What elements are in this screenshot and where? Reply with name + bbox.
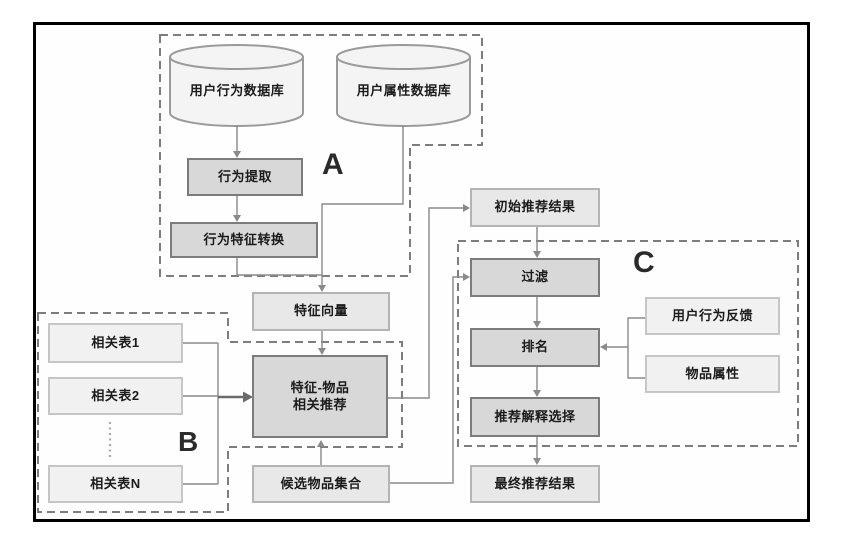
region-a-outline: [159, 34, 483, 277]
connector-lines: [183, 126, 645, 485]
edge-candidate-to-filter: [390, 276, 464, 484]
region-b-outline: [37, 312, 403, 513]
region-c-label: C: [633, 246, 655, 279]
filter-box: 过滤: [470, 258, 600, 297]
related-table-n-box: 相关表N: [48, 465, 183, 503]
behavior-extract-box: 行为提取: [187, 158, 303, 196]
item-attributes-box: 物品属性: [645, 355, 780, 393]
edge-attributedb-to-featurevector: [321, 126, 404, 286]
user-feedback-box: 用户行为反馈: [645, 297, 780, 335]
behavior-db-label: 用户行为数据库: [189, 82, 285, 98]
arrowheads: [233, 151, 607, 465]
behavior-db-cylinder-icon: [169, 44, 304, 127]
explain-select-box: 推荐解释选择: [470, 397, 600, 437]
region-b-label: B: [178, 426, 199, 457]
edge-transform-to-featurevector: [236, 258, 322, 276]
region-c-outline: [457, 240, 799, 447]
candidate-set-box: 候选物品集合: [252, 465, 390, 503]
feature-vector-box: 特征向量: [252, 292, 390, 331]
behavior-feature-transform-box: 行为特征转换: [170, 222, 318, 258]
initial-result-box: 初始推荐结果: [470, 188, 600, 227]
rank-box: 排名: [470, 328, 600, 367]
region-a-label: A: [322, 148, 344, 181]
feature-item-rec-line1: 特征-物品: [290, 380, 350, 396]
attribute-db-cylinder-icon: [336, 44, 471, 127]
attribute-db-label: 用户属性数据库: [356, 82, 452, 98]
edge-rec-to-initialresult: [388, 207, 464, 399]
feature-item-rec-line2: 相关推荐: [292, 396, 347, 412]
edge-feedback-attr-bracket: [627, 317, 645, 379]
feature-item-rec-box: 特征-物品 相关推荐: [252, 355, 388, 438]
related-table-2-box: 相关表2: [48, 377, 183, 415]
final-result-box: 最终推荐结果: [470, 465, 600, 503]
related-table-1-box: 相关表1: [48, 323, 183, 363]
